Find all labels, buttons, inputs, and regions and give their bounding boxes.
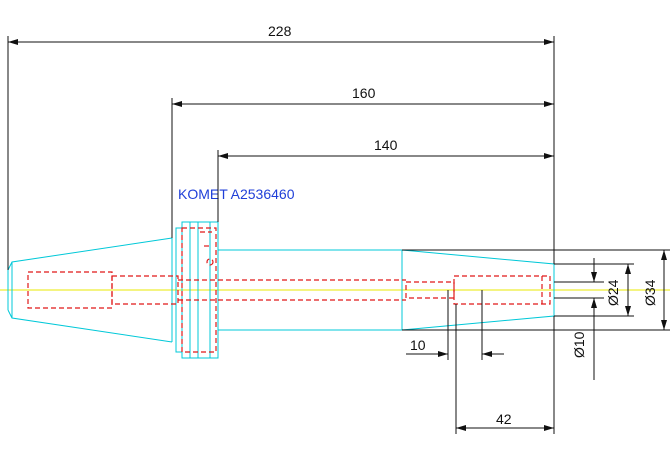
hidden-lines [27,227,551,353]
holder-outline [7,221,555,359]
part-label: KOMET A2536460 [178,186,295,202]
dia-24-label: Ø24 [605,279,621,306]
dim-42-label: 42 [496,411,512,427]
dia-10-label: Ø10 [571,331,587,358]
dia-34-label: Ø34 [642,279,658,306]
dim-10-label: 10 [410,337,426,353]
dimension-arrows [8,39,667,431]
dim-228-label: 228 [268,23,292,39]
dim-160-label: 160 [352,85,376,101]
dimension-lines [7,36,670,434]
dim-140-label: 140 [374,137,398,153]
